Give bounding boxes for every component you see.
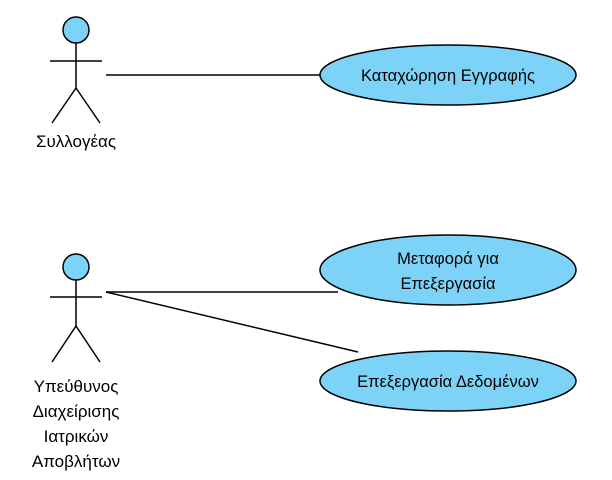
use-case-ellipse: [319, 350, 577, 412]
association-manager-process: [105, 291, 359, 353]
use-case-ellipse: [319, 44, 577, 106]
actor-right-leg: [75, 325, 101, 363]
use-case-transfer[interactable]: Μεταφορά για Επεξεργασία: [319, 234, 577, 306]
use-case-label: Καταχώρηση Εγγραφής: [361, 67, 535, 85]
use-case-process[interactable]: Επεξεργασία Δεδομένων: [319, 350, 577, 412]
use-case-label: Επεξεργασία Δεδομένων: [357, 373, 539, 391]
actor-head: [62, 253, 90, 281]
actor-label-line-3: Ιατρικών: [44, 427, 109, 446]
use-case-ellipse: [319, 234, 577, 306]
use-case-label-line-1: Μεταφορά για: [397, 250, 499, 268]
actor-collector[interactable]: Συλλογέας: [36, 16, 116, 151]
actor-right-leg: [75, 87, 101, 124]
actor-manager[interactable]: Υπεύθυνος Διαχείρισης Ιατρικών Αποβλήτων: [32, 253, 120, 471]
use-case-register[interactable]: Καταχώρηση Εγγραφής: [319, 44, 577, 106]
actor-head: [62, 16, 90, 44]
actor-label-line-4: Αποβλήτων: [32, 452, 120, 471]
actor-left-leg: [51, 325, 77, 363]
actor-label-line-2: Διαχείρισης: [33, 402, 120, 421]
use-case-label-line-2: Επεξεργασία: [400, 275, 496, 293]
actor-label-line-1: Υπεύθυνος: [34, 377, 119, 396]
actor-left-leg: [51, 87, 77, 124]
actor-label: Συλλογέας: [36, 132, 116, 151]
